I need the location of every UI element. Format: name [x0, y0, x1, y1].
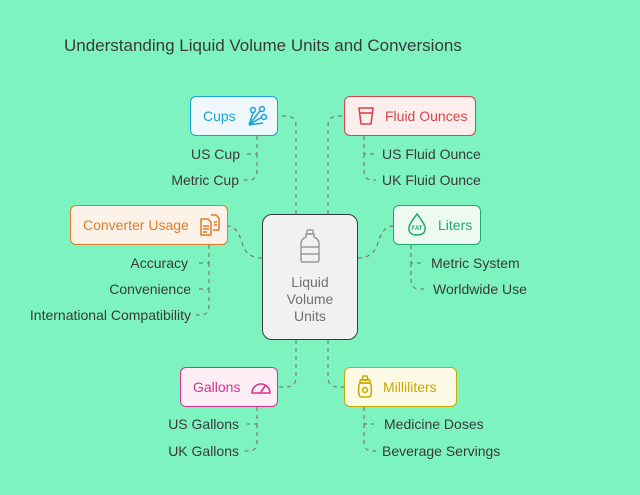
leaf-us-cup: US Cup: [190, 146, 240, 162]
leaf-medicine-doses: Medicine Doses: [384, 416, 484, 432]
node-milliliters: Milliliters: [344, 367, 457, 407]
sparkle-icon: [246, 105, 268, 127]
leaf-metric-system: Metric System: [431, 255, 520, 271]
leaf-us-gallons: US Gallons: [168, 416, 239, 432]
page-title: Understanding Liquid Volume Units and Co…: [64, 36, 462, 55]
leaf-us-fluid-ounce: US Fluid Ounce: [382, 146, 481, 162]
leaf-metric-cup: Metric Cup: [171, 172, 239, 188]
node-gallons: Gallons: [180, 367, 278, 407]
leaf-worldwide-use: Worldwide Use: [433, 281, 527, 297]
node-milliliters-label: Milliliters: [383, 379, 437, 395]
gauge-icon: [250, 378, 272, 396]
leaf-uk-fluid-ounce: UK Fluid Ounce: [382, 172, 481, 188]
document-convert-icon: [199, 213, 221, 237]
cup-icon: [357, 106, 375, 126]
center-label: Liquid Volume Units: [286, 274, 334, 324]
node-liters-label: Liters: [438, 217, 473, 233]
leaf-uk-gallons: UK Gallons: [168, 443, 239, 459]
node-liters: FAT Liters: [393, 205, 481, 245]
node-fluid-ounces-label: Fluid Ounces: [385, 108, 468, 124]
leaf-convenience: Convenience: [109, 281, 191, 297]
node-cups-label: Cups: [203, 108, 236, 124]
baby-bottle-icon: [357, 375, 373, 399]
leaf-beverage-servings: Beverage Servings: [382, 443, 501, 459]
svg-text:FAT: FAT: [412, 226, 423, 232]
node-converter-usage: Converter Usage: [70, 205, 228, 245]
node-converter-usage-label: Converter Usage: [83, 217, 189, 233]
fat-drop-icon: FAT: [406, 213, 428, 237]
center-node: Liquid Volume Units: [262, 214, 358, 340]
node-fluid-ounces: Fluid Ounces: [344, 96, 476, 136]
node-cups: Cups: [190, 96, 278, 136]
leaf-accuracy: Accuracy: [130, 255, 188, 271]
node-gallons-label: Gallons: [193, 379, 241, 395]
leaf-international-compatibility: International Compatibility: [29, 307, 191, 323]
bottle-icon: [299, 229, 321, 268]
